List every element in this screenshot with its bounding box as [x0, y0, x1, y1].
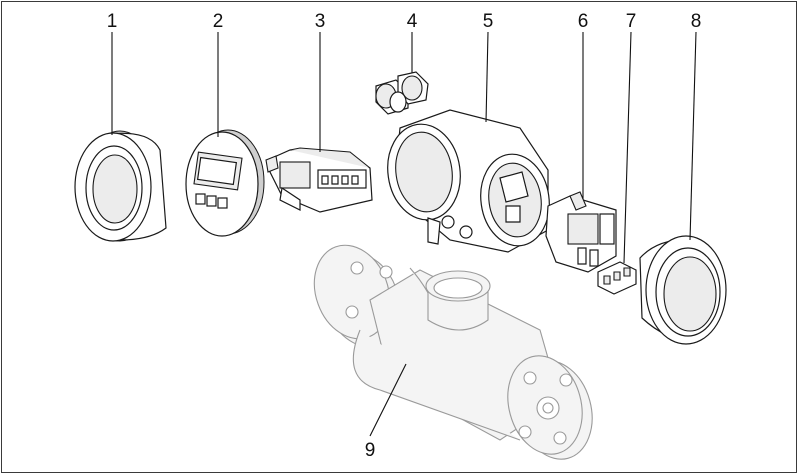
callout-2: 2 — [213, 11, 224, 32]
terminal-connector — [597, 261, 637, 295]
io-module — [545, 191, 617, 273]
callout-1: 1 — [107, 11, 118, 32]
leader-lines — [111, 31, 697, 437]
callout-7: 7 — [626, 11, 637, 32]
callout-8: 8 — [691, 11, 702, 32]
sensor-body — [313, 244, 593, 460]
callout-3: 3 — [315, 11, 326, 32]
cable-glands — [375, 71, 429, 115]
housing-cover-right — [639, 235, 727, 345]
callout-4: 4 — [407, 11, 418, 32]
electronics-module — [265, 147, 373, 213]
transmitter-housing — [387, 109, 550, 253]
callout-9: 9 — [365, 440, 376, 461]
callout-6: 6 — [578, 11, 589, 32]
display-module — [185, 129, 265, 237]
callout-labels: 1 2 3 4 5 6 7 8 9 — [107, 11, 702, 461]
housing-cover-left — [74, 130, 167, 242]
callout-5: 5 — [483, 11, 494, 32]
